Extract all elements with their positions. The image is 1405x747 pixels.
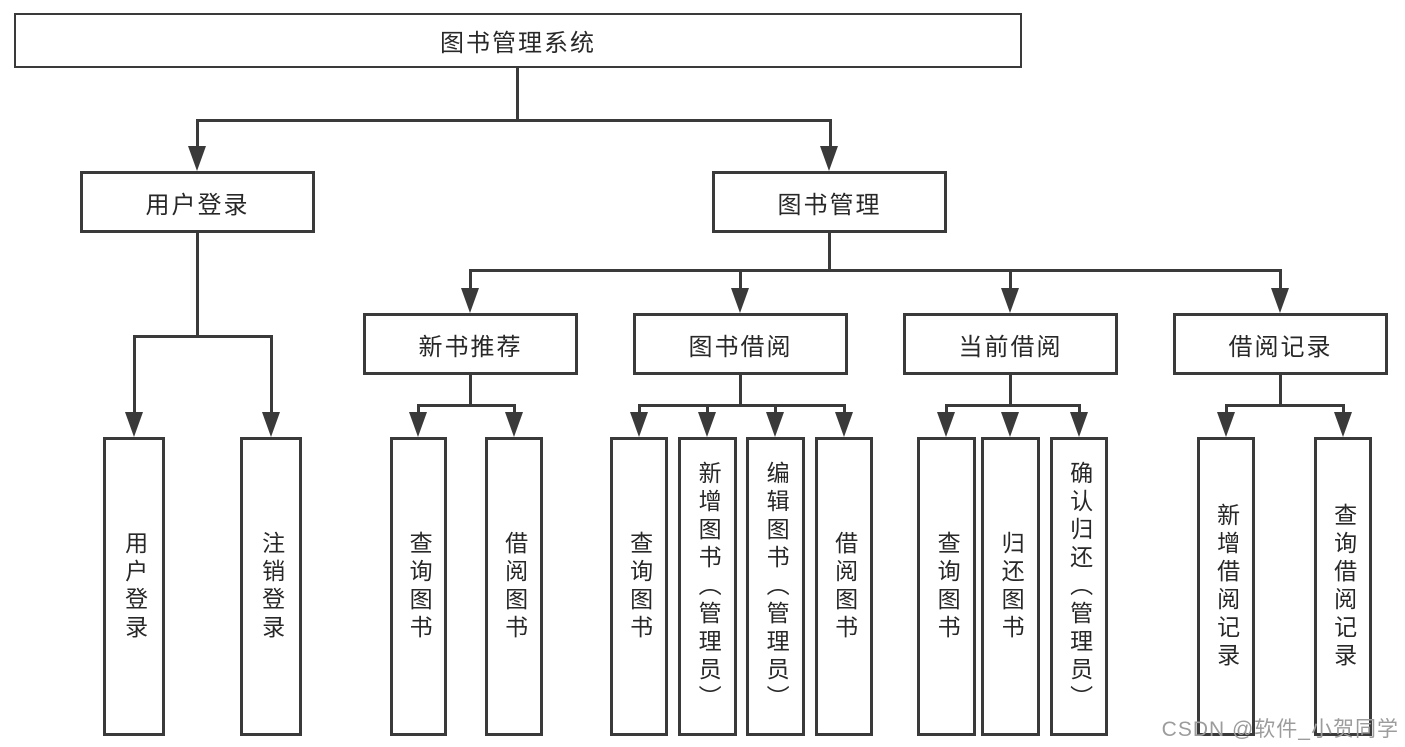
connector-line: [1225, 404, 1228, 416]
connector-line: [513, 404, 516, 416]
connector-line: [829, 119, 832, 149]
arrowhead-down-icon: [505, 412, 523, 437]
connector-line: [1009, 375, 1012, 407]
arrowhead-down-icon: [409, 412, 427, 437]
arrowhead-down-icon: [1217, 412, 1235, 437]
connector-line: [1078, 404, 1081, 416]
leaf-borrow-add-books-admin: 新增图书（管理员）: [678, 437, 737, 736]
leaf-current-confirm-return-admin: 确认归还（管理员）: [1050, 437, 1108, 736]
arrowhead-down-icon: [630, 412, 648, 437]
node-new-book-recommend: 新书推荐: [363, 313, 578, 375]
node-book-borrow: 图书借阅: [633, 313, 848, 375]
arrowhead-down-icon: [1334, 412, 1352, 437]
node-book-management: 图书管理: [712, 171, 947, 233]
node-current-borrow: 当前借阅: [903, 313, 1118, 375]
connector-line: [774, 404, 777, 416]
leaf-borrow-edit-books-admin: 编辑图书（管理员）: [746, 437, 805, 736]
connector-line: [638, 404, 846, 407]
connector-line: [133, 335, 136, 415]
connector-line: [739, 269, 742, 292]
node-borrow-records: 借阅记录: [1173, 313, 1388, 375]
leaf-current-query-books: 查询图书: [917, 437, 976, 736]
arrowhead-down-icon: [766, 412, 784, 437]
connector-line: [1009, 269, 1012, 292]
node-user-login: 用户登录: [80, 171, 315, 233]
arrowhead-down-icon: [1271, 288, 1289, 313]
arrowhead-down-icon: [731, 288, 749, 313]
connector-line: [516, 68, 519, 122]
connector-line: [1279, 375, 1282, 407]
leaf-logout: 注销登录: [240, 437, 302, 736]
connector-line: [469, 269, 1282, 272]
arrowhead-down-icon: [937, 412, 955, 437]
connector-line: [828, 233, 831, 272]
connector-line: [196, 119, 832, 122]
connector-line: [469, 269, 472, 292]
node-root: 图书管理系统: [14, 13, 1022, 68]
connector-line: [843, 404, 846, 416]
leaf-newbook-query-books: 查询图书: [390, 437, 447, 736]
connector-line: [417, 404, 516, 407]
connector-line: [196, 119, 199, 149]
connector-line: [270, 335, 273, 415]
leaf-borrow-query-books: 查询图书: [610, 437, 668, 736]
connector-line: [945, 404, 1081, 407]
connector-line: [417, 404, 420, 416]
arrowhead-down-icon: [835, 412, 853, 437]
leaf-newbook-borrow-books: 借阅图书: [485, 437, 543, 736]
arrowhead-down-icon: [1001, 412, 1019, 437]
leaf-current-return-books: 归还图书: [981, 437, 1040, 736]
connector-line: [1225, 404, 1345, 407]
connector-line: [133, 335, 273, 338]
watermark: CSDN @软件_小贺同学: [1161, 718, 1399, 741]
arrowhead-down-icon: [125, 412, 143, 437]
connector-line: [706, 404, 709, 416]
arrowhead-down-icon: [820, 146, 838, 171]
arrowhead-down-icon: [461, 288, 479, 313]
connector-line: [469, 375, 472, 407]
arrowhead-down-icon: [698, 412, 716, 437]
leaf-borrow-borrow-books: 借阅图书: [815, 437, 873, 736]
connector-line: [1279, 269, 1282, 292]
connector-line: [1342, 404, 1345, 416]
arrowhead-down-icon: [188, 146, 206, 171]
leaf-user-login: 用户登录: [103, 437, 165, 736]
leaf-records-add-record: 新增借阅记录: [1197, 437, 1255, 736]
arrowhead-down-icon: [262, 412, 280, 437]
arrowhead-down-icon: [1001, 288, 1019, 313]
connector-line: [196, 233, 199, 338]
connector-line: [638, 404, 641, 416]
connector-line: [945, 404, 948, 416]
connector-line: [739, 375, 742, 407]
arrowhead-down-icon: [1070, 412, 1088, 437]
leaf-records-query-record: 查询借阅记录: [1314, 437, 1372, 736]
